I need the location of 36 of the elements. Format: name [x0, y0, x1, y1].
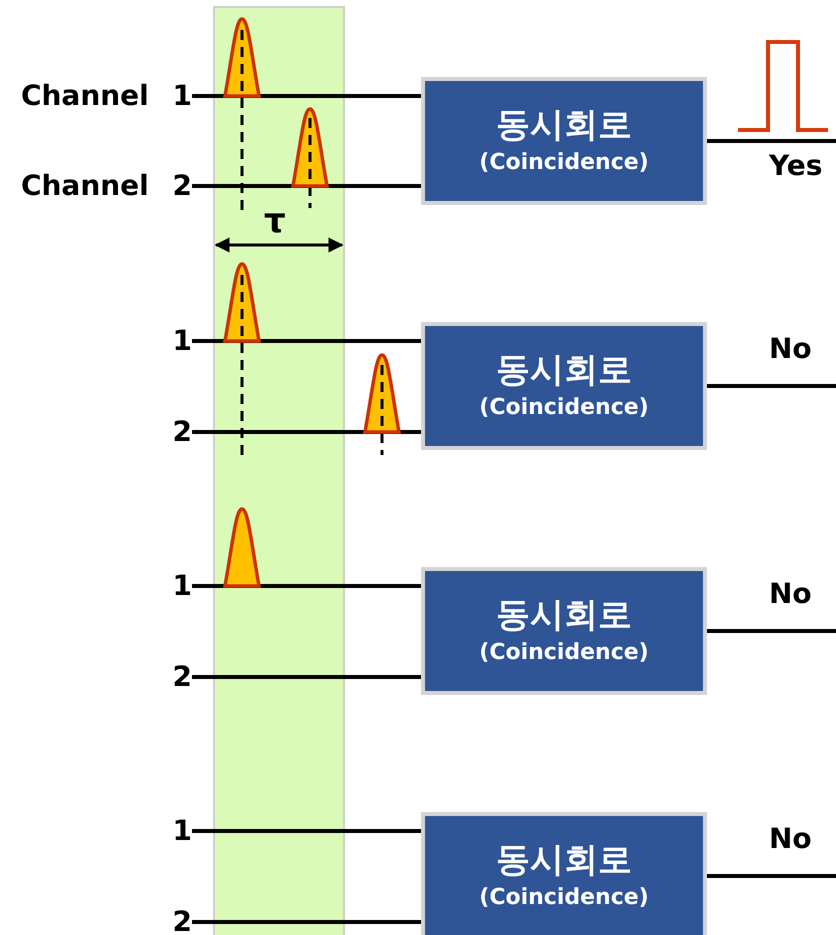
channel-label: 1 [0, 814, 192, 848]
output-label: Yes [768, 149, 824, 183]
signal-line [192, 829, 421, 833]
signal-line [707, 874, 836, 878]
channel-label: 2 [0, 660, 192, 694]
signal-line [192, 920, 421, 924]
time-window-label: τ [263, 204, 287, 238]
box-title: 동시회로 [496, 104, 632, 147]
box-subtitle: (Coincidence) [479, 884, 649, 912]
output-label: No [768, 332, 813, 366]
box-title: 동시회로 [496, 839, 632, 882]
box-title: 동시회로 [496, 594, 632, 637]
signal-line [192, 339, 421, 343]
box-subtitle: (Coincidence) [479, 394, 649, 422]
box-title: 동시회로 [496, 349, 632, 392]
signal-line [192, 184, 421, 188]
coincidence-circuit-box [421, 77, 707, 205]
signal-line [707, 384, 836, 388]
coincidence-circuit-box [421, 322, 707, 450]
signal-line [707, 629, 836, 633]
channel-label: 2 [0, 905, 192, 935]
channel-label: Channel 1 [0, 79, 192, 113]
channel-label: 1 [0, 324, 192, 358]
signal-line [707, 139, 836, 143]
signal-line [192, 94, 421, 98]
box-subtitle: (Coincidence) [479, 639, 649, 667]
signal-line [192, 675, 421, 679]
channel-label: 2 [0, 415, 192, 449]
box-subtitle: (Coincidence) [479, 149, 649, 177]
output-label: No [768, 577, 813, 611]
channel-label: Channel 2 [0, 169, 192, 203]
signal-line [192, 430, 421, 434]
output-label: No [768, 822, 813, 856]
coincidence-circuit-box [421, 812, 707, 935]
coincidence-circuit-box [421, 567, 707, 695]
channel-label: 1 [0, 569, 192, 603]
